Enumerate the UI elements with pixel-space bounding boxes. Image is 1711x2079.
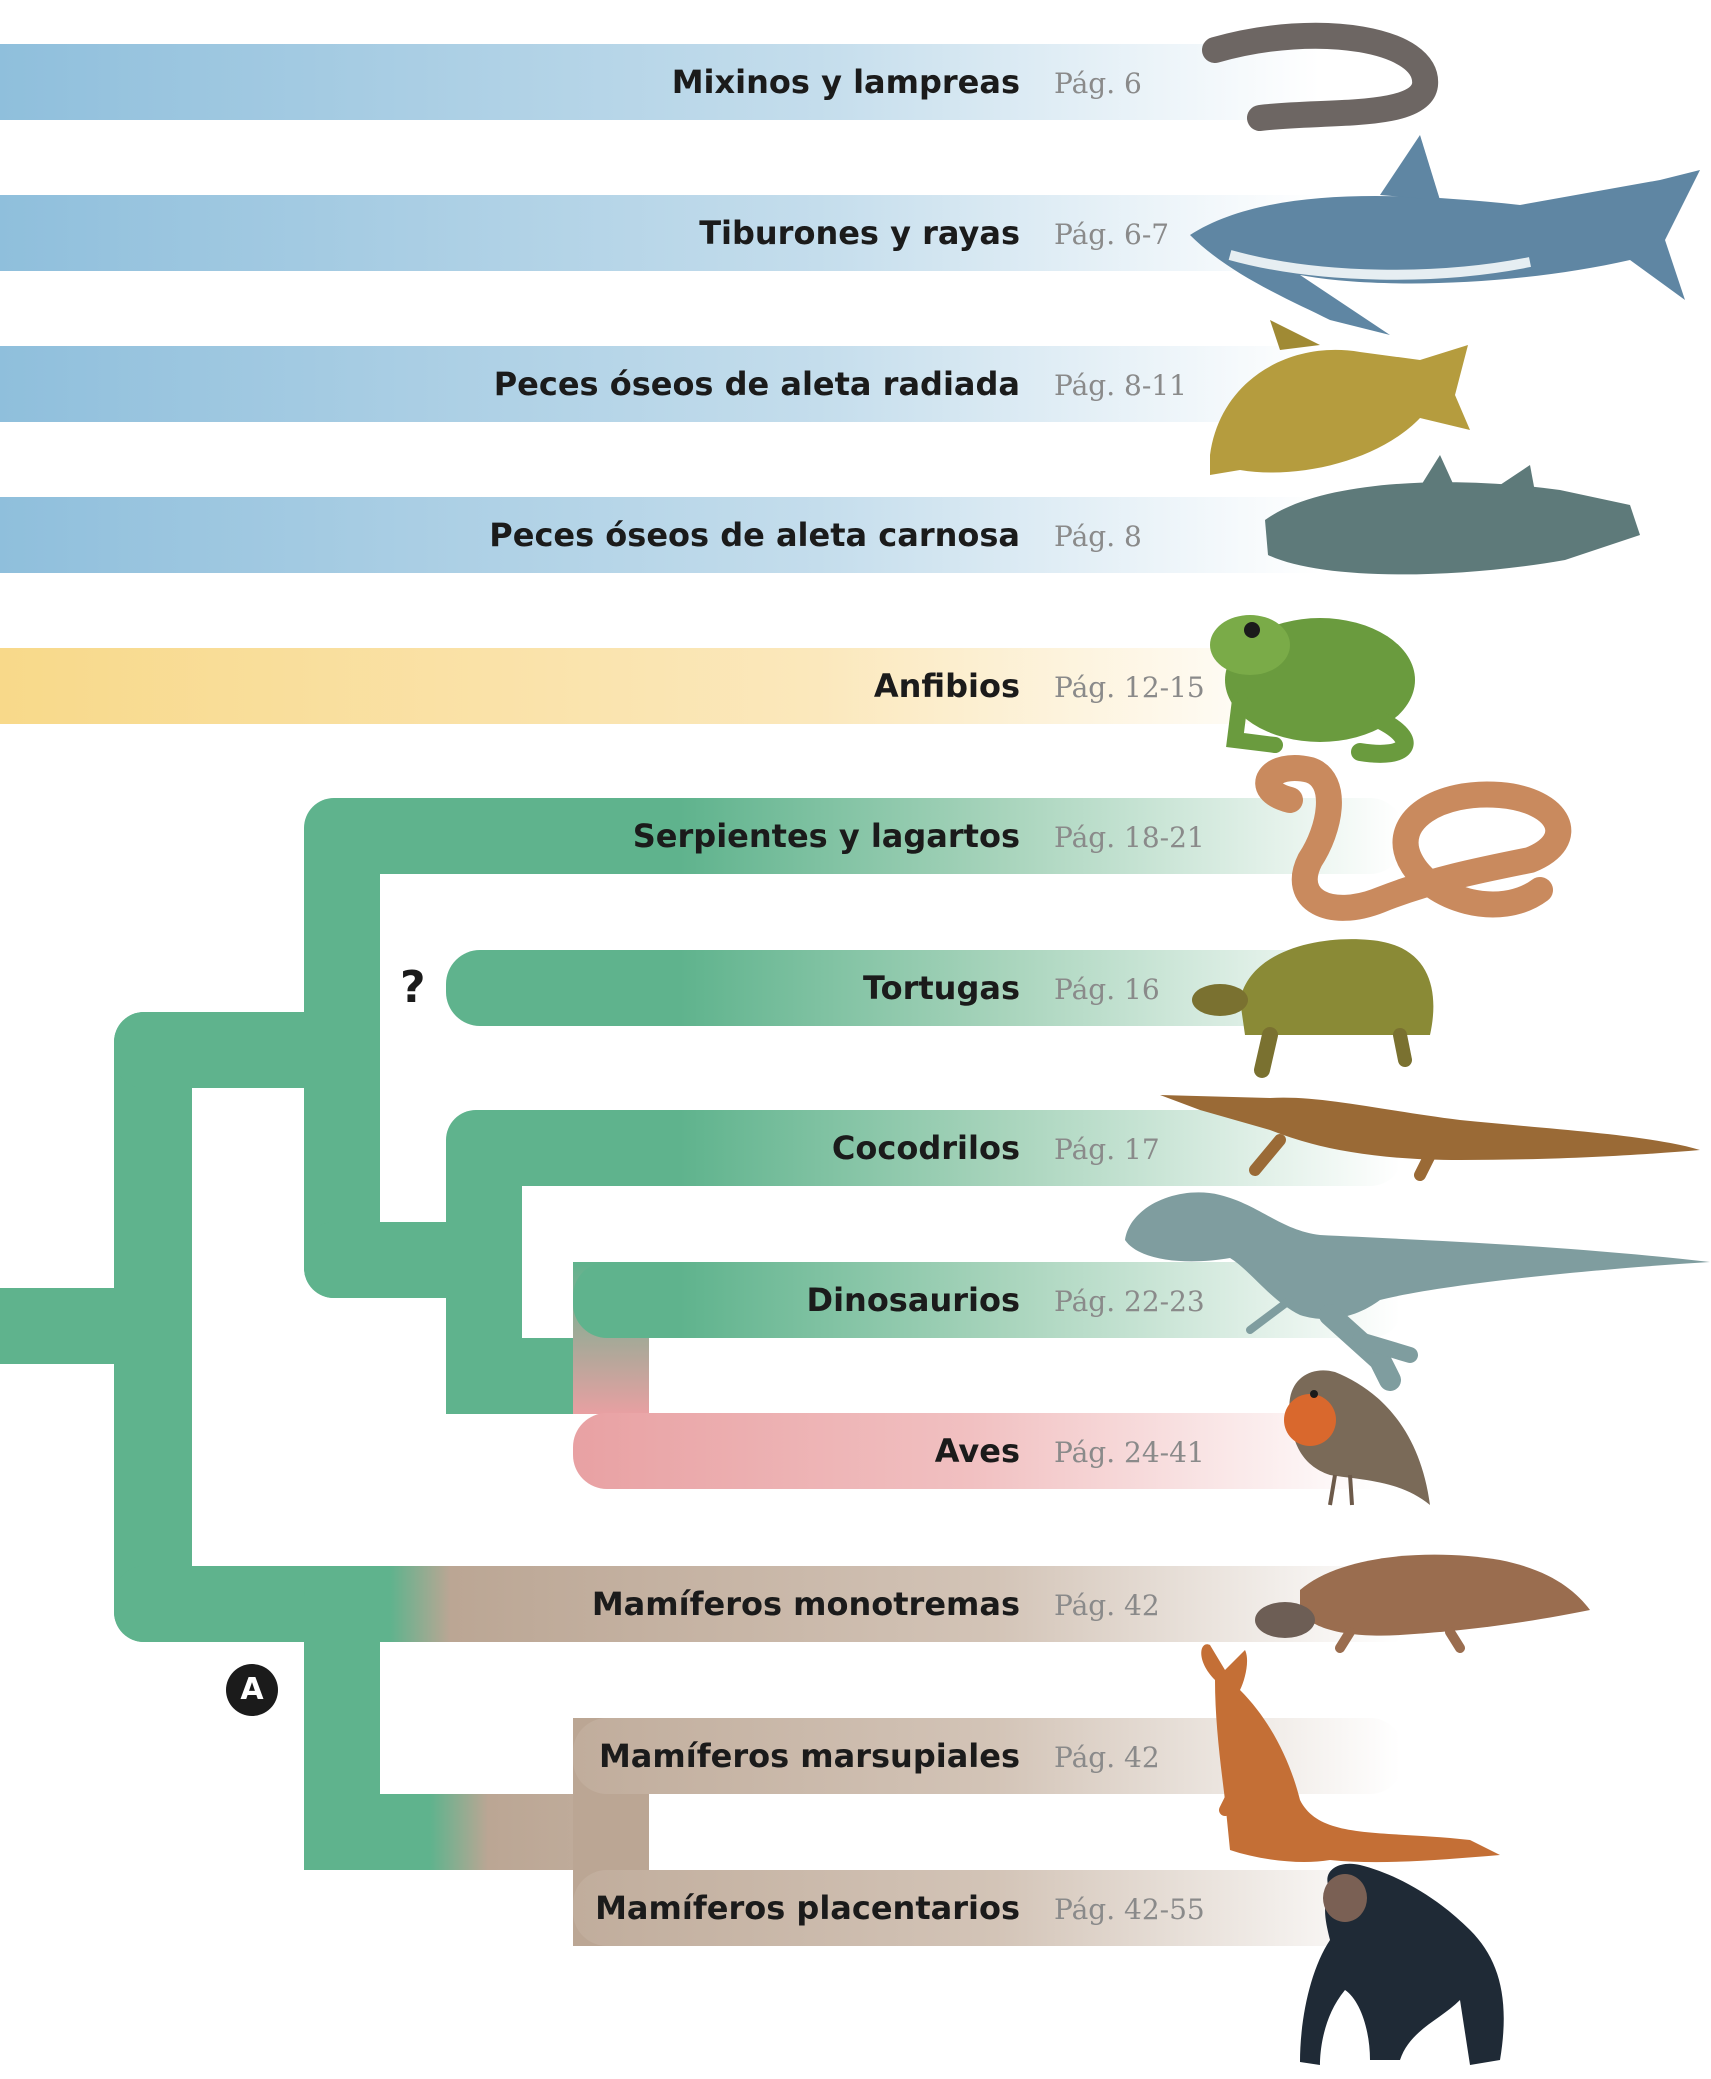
branch-bar-rayfin <box>0 346 1320 422</box>
hagfish-icon <box>1202 22 1439 131</box>
uncertain-placement-marker: ? <box>400 962 426 1013</box>
group-name: Anfibios <box>873 667 1020 705</box>
shark-icon <box>1190 135 1700 335</box>
snake-icon <box>1255 755 1572 921</box>
branch-bar-crocodiles <box>446 1110 1404 1186</box>
page-reference[interactable]: Pág. 6 <box>1054 67 1142 100</box>
branch-bar-placentals <box>573 1870 1404 1946</box>
page-reference[interactable]: Pág. 8 <box>1054 520 1142 553</box>
page-reference[interactable]: Pág. 22-23 <box>1054 1285 1205 1318</box>
page-reference[interactable]: Pág. 6-7 <box>1054 218 1170 251</box>
page-reference[interactable]: Pág. 24-41 <box>1054 1436 1205 1469</box>
carp-icon <box>1210 320 1470 475</box>
group-name: Mamíferos monotremas <box>591 1585 1020 1623</box>
node-badge[interactable]: A <box>226 1664 278 1716</box>
page-reference[interactable]: Pág. 42 <box>1054 1741 1160 1774</box>
page-reference[interactable]: Pág. 16 <box>1054 973 1160 1006</box>
group-name: Dinosaurios <box>806 1281 1021 1319</box>
group-name: Tiburones y rayas <box>699 214 1020 252</box>
coelacanth-icon <box>1265 455 1640 575</box>
page-reference[interactable]: Pág. 18-21 <box>1054 821 1205 854</box>
tortoise-icon <box>1192 939 1434 1078</box>
platypus-icon <box>1255 1554 1590 1653</box>
mammal-connector <box>304 1794 604 1870</box>
group-name: Peces óseos de aleta radiada <box>493 365 1020 403</box>
group-name: Tortugas <box>863 969 1020 1007</box>
branch-bar-sharks <box>0 195 1320 271</box>
branch-bar-turtles <box>446 950 1404 1026</box>
page-reference[interactable]: Pág. 42-55 <box>1054 1893 1205 1926</box>
frog-icon <box>1210 615 1415 763</box>
group-name: Mamíferos marsupiales <box>598 1737 1020 1775</box>
group-name: Aves <box>934 1432 1020 1470</box>
group-name: Mamíferos placentarios <box>595 1889 1020 1927</box>
branch-bar-marsupials <box>573 1718 1404 1794</box>
group-name: Cocodrilos <box>831 1129 1020 1167</box>
group-name: Mixinos y lampreas <box>671 63 1020 101</box>
crocodile-icon <box>1160 1095 1700 1181</box>
branch-bar-lobefin <box>0 497 1320 573</box>
kangaroo-icon <box>1201 1644 1500 1863</box>
branch-bar-snakes <box>304 798 1404 874</box>
branch-bar-hagfish <box>0 44 1320 120</box>
page-reference[interactable]: Pág. 8-11 <box>1054 369 1187 402</box>
chimpanzee-icon <box>1300 1863 1504 2065</box>
dinosaur-icon <box>1125 1192 1710 1391</box>
page-reference[interactable]: Pág. 42 <box>1054 1589 1160 1622</box>
branch-bar-monotremes <box>344 1566 1404 1642</box>
branch-bar-birds <box>573 1413 1404 1489</box>
page-reference[interactable]: Pág. 12-15 <box>1054 671 1205 704</box>
page-reference[interactable]: Pág. 17 <box>1054 1133 1160 1166</box>
group-name: Peces óseos de aleta carnosa <box>489 516 1020 554</box>
group-name: Serpientes y lagartos <box>632 817 1020 855</box>
robin-icon <box>1284 1370 1430 1506</box>
branch-bar-dinosaurs <box>573 1262 1404 1338</box>
branch-bar-amphibians <box>0 648 1320 724</box>
